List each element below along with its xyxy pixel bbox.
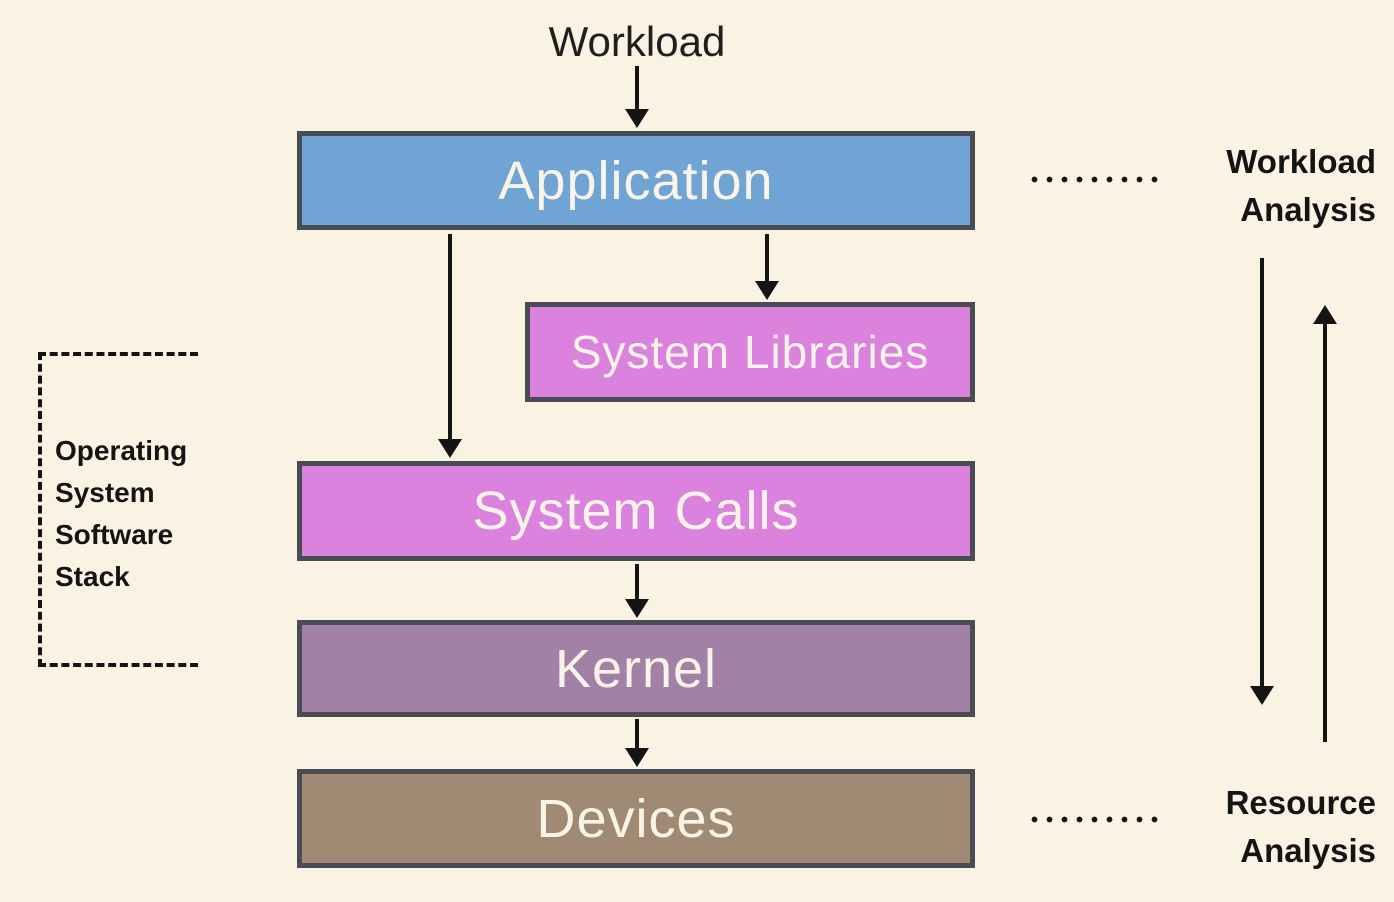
arrow-kernel-to-devices [625, 719, 649, 767]
arrow-shaft [448, 234, 452, 439]
node-devices: Devices [297, 769, 975, 868]
arrow-head-down-icon [438, 439, 462, 458]
workload-label: Workload [548, 18, 726, 65]
resource-analysis-dotted-leader [1027, 816, 1161, 823]
node-application: Application [297, 131, 975, 230]
workload-analysis-dotted-leader [1027, 176, 1161, 183]
arrow-head-down-icon [755, 281, 779, 300]
arrow-workload-to-application [625, 66, 649, 128]
arrow-application-to-system-libraries [755, 234, 779, 300]
arrow-head-down-icon [1250, 686, 1274, 705]
arrow-head-down-icon [625, 109, 649, 128]
node-system-calls-label: System Calls [472, 481, 800, 541]
os-stack-dashed-bracket [38, 352, 198, 667]
arrow-resource-analysis-up [1313, 305, 1337, 742]
arrow-shaft [635, 719, 639, 748]
arrow-workload-analysis-down [1250, 258, 1274, 705]
workload-analysis-label: Workload Analysis [1226, 143, 1376, 228]
arrow-shaft [635, 66, 639, 109]
node-kernel-label: Kernel [554, 638, 718, 699]
node-system-libraries: System Libraries [525, 302, 975, 402]
arrow-shaft [635, 564, 639, 599]
node-system-libraries-label: System Libraries [570, 326, 930, 378]
resource-analysis-label: Resource Analysis [1225, 784, 1376, 869]
arrow-head-up-icon [1313, 305, 1337, 324]
arrow-application-to-system-calls [438, 234, 462, 458]
arrow-shaft [1260, 258, 1264, 686]
arrow-head-down-icon [625, 748, 649, 767]
node-application-label: Application [498, 150, 774, 211]
arrow-head-down-icon [625, 599, 649, 618]
arrow-shaft [765, 234, 769, 281]
node-system-calls: System Calls [297, 461, 975, 561]
arrow-shaft [1323, 324, 1327, 742]
node-devices-label: Devices [536, 788, 736, 849]
node-kernel: Kernel [297, 620, 975, 717]
arrow-system-calls-to-kernel [625, 564, 649, 618]
os-stack-label: Operating System Software Stack [55, 435, 188, 592]
